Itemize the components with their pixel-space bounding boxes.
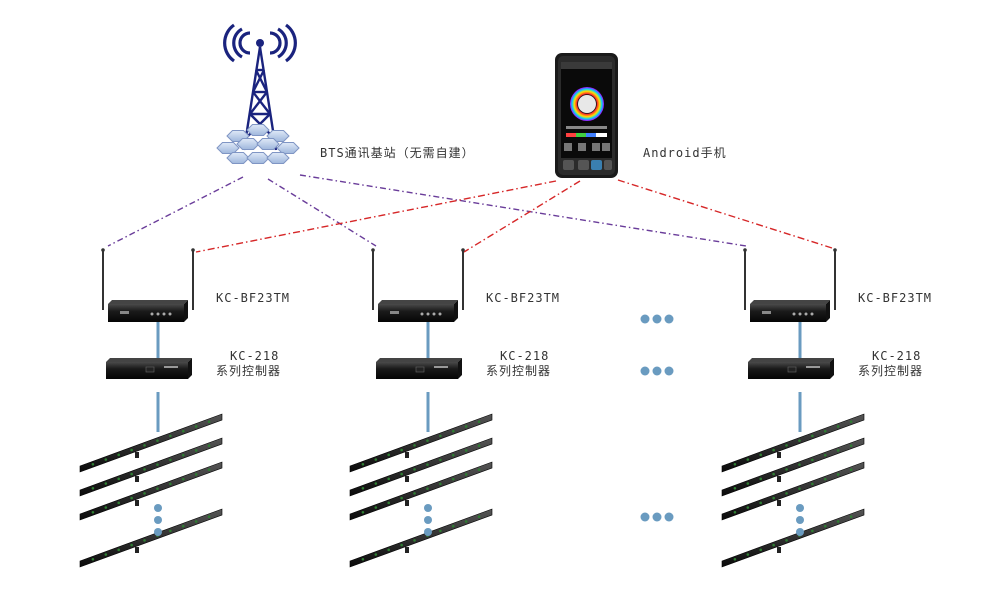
coverage-cell <box>256 138 280 150</box>
gsm-receiver-icon <box>378 300 458 322</box>
coverage-cell <box>236 138 260 150</box>
bts-label: BTS通讯基站（无需自建） <box>320 146 475 160</box>
antenna-icon <box>101 248 105 310</box>
led-light-bar-icon <box>349 413 493 473</box>
controller-series-label: 系列控制器 <box>216 364 281 378</box>
controller-series-label: 系列控制器 <box>858 364 923 378</box>
receiver-model-label: KC-BF23TM <box>486 291 560 305</box>
led-light-bar-icon <box>79 461 223 521</box>
led-light-bar-icon <box>79 413 223 473</box>
coverage-cell <box>216 142 240 154</box>
bts-link-line <box>299 174 747 247</box>
coverage-cell <box>246 124 270 136</box>
antenna-icon <box>743 248 747 310</box>
receiver-model-label: KC-BF23TM <box>216 291 290 305</box>
more-light-bars-ellipsis <box>154 504 162 536</box>
controller-model-label: KC-218 <box>872 349 921 363</box>
led-light-bar-icon <box>79 437 223 497</box>
android-phone-label: Android手机 <box>643 146 727 160</box>
controller-model-label: KC-218 <box>500 349 549 363</box>
led-light-bar-icon <box>721 508 865 568</box>
antenna-icon <box>461 248 465 310</box>
antenna-icon <box>833 248 837 310</box>
led-light-bar-icon <box>349 508 493 568</box>
led-light-bar-icon <box>349 437 493 497</box>
coverage-cell <box>226 152 250 164</box>
coverage-cell <box>266 152 290 164</box>
more-light-bars-ellipsis <box>796 504 804 536</box>
phone-link-line <box>195 180 557 253</box>
phone-link-line <box>617 179 833 249</box>
led-controller-icon <box>106 358 192 379</box>
coverage-cell <box>276 142 300 154</box>
smartphone-icon <box>555 53 618 178</box>
led-light-bar-icon <box>721 461 865 521</box>
controller-groups: KC-BF23TMKC-218系列控制器KC-BF23TMKC-218系列控制器… <box>79 248 932 568</box>
more-light-bars-ellipsis <box>424 504 432 536</box>
controller-series-label: 系列控制器 <box>486 364 551 378</box>
gsm-receiver-icon <box>750 300 830 322</box>
bts-link-line <box>267 178 377 247</box>
phone-links <box>195 179 833 253</box>
led-controller-icon <box>376 358 462 379</box>
cell-tower-icon <box>216 23 300 164</box>
coverage-cell <box>246 152 270 164</box>
led-light-bar-icon <box>349 461 493 521</box>
led-light-bar-icon <box>721 437 865 497</box>
led-light-bar-icon <box>721 413 865 473</box>
antenna-icon <box>371 248 375 310</box>
led-controller-icon <box>748 358 834 379</box>
led-light-bar-icon <box>79 508 223 568</box>
phone-link-line <box>463 180 581 253</box>
bts-links <box>107 174 747 247</box>
more-groups-ellipsis <box>640 314 674 522</box>
antenna-icon <box>191 248 195 310</box>
receiver-model-label: KC-BF23TM <box>858 291 932 305</box>
controller-model-label: KC-218 <box>230 349 279 363</box>
bts-link-line <box>107 176 244 247</box>
gsm-receiver-icon <box>108 300 188 322</box>
